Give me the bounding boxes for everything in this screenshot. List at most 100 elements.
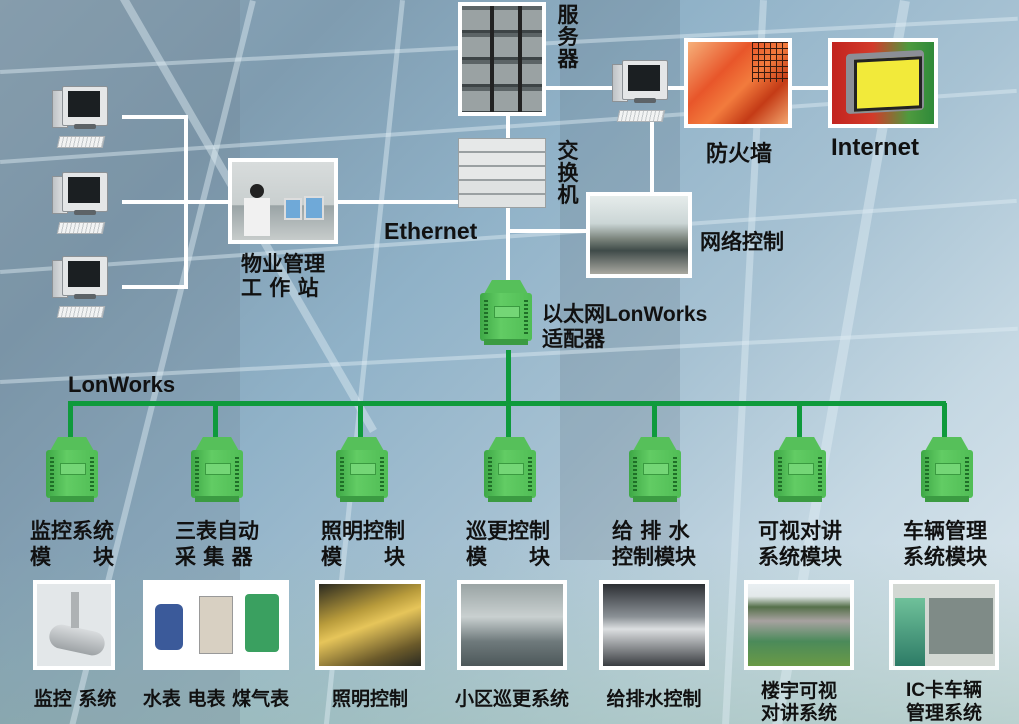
ethernet-wire — [122, 285, 188, 289]
lonworks-wire — [506, 350, 511, 438]
module-label-line2: 模 块 — [466, 545, 550, 569]
internet-photo — [828, 38, 938, 128]
system-label-2: 照明控制 — [315, 688, 425, 710]
network-control-photo — [586, 192, 692, 278]
lighting-photo — [315, 580, 425, 670]
ethernet-label: Ethernet — [384, 218, 478, 244]
lonworks-label: LonWorks — [68, 372, 176, 397]
lonworks-wire — [213, 403, 218, 439]
adapter-label-line2: 适配器 — [542, 327, 605, 351]
module-icon-3 — [482, 437, 538, 503]
module-label-line2: 控制模块 — [612, 545, 696, 569]
module-label-line2: 系统模块 — [758, 545, 842, 569]
client-computer-icon — [52, 256, 112, 322]
electric-meter-icon — [199, 596, 233, 654]
server-label: 服务器 — [557, 3, 579, 71]
module-label-line1: 三表自动 — [175, 519, 259, 543]
ethernet-wire — [546, 86, 616, 90]
operator-body-icon — [244, 198, 270, 236]
module-label-line2: 采 集 器 — [175, 545, 253, 569]
module-label-line2: 模 块 — [30, 545, 114, 569]
module-label-line1: 可视对讲 — [758, 519, 842, 543]
surveillance-camera-photo — [33, 580, 115, 670]
lonworks-wire — [797, 403, 802, 439]
module-icon-0 — [44, 437, 100, 503]
lonworks-wire — [68, 403, 73, 439]
system-label-5: 楼宇可视对讲系统 — [744, 680, 854, 724]
water-meter-icon — [155, 604, 183, 650]
ethernet-wire — [786, 86, 832, 90]
ethernet-wire — [506, 112, 510, 140]
system-label-line1: 照明控制 — [331, 688, 408, 710]
client-computer-icon — [52, 172, 112, 238]
module-icon-1 — [189, 437, 245, 503]
system-label-line1: 监控 系统 — [33, 688, 117, 710]
meters-photo — [143, 580, 289, 670]
water-supply-photo — [599, 580, 709, 670]
system-label-line2: 对讲系统 — [760, 702, 837, 724]
rack-rail — [490, 6, 494, 112]
system-label-line1: 小区巡更系统 — [454, 688, 569, 710]
module-label-1: 三表自动采 集 器 — [175, 518, 259, 570]
module-label-line1: 巡更控制 — [466, 519, 550, 543]
system-label-line1: IC卡车辆 — [905, 680, 982, 701]
lonworks-bus — [68, 401, 946, 406]
ethernet-wire — [122, 200, 188, 204]
vehicle-image-icon — [895, 598, 925, 666]
camera-mount-icon — [71, 592, 79, 628]
module-label-4: 给 排 水控制模块 — [612, 518, 696, 570]
module-label-line1: 车辆管理 — [903, 519, 987, 543]
module-label-6: 车辆管理系统模块 — [903, 518, 987, 570]
rack-rail — [518, 6, 522, 112]
grid-pattern — [752, 42, 788, 82]
ic-card-vehicle-photo — [889, 580, 999, 670]
monitor-screen — [854, 56, 922, 112]
server-photo — [458, 2, 546, 116]
workstation-label-line2: 工 作 站 — [241, 276, 319, 300]
operator-icon — [250, 184, 264, 198]
module-label-line1: 照明控制 — [321, 519, 405, 543]
module-label-0: 监控系统模 块 — [30, 518, 114, 570]
data-grid-icon — [929, 598, 993, 654]
firewall-photo — [684, 38, 792, 128]
ethernet-wire — [508, 229, 588, 233]
ethernet-wire — [650, 122, 654, 194]
firewall-label: 防火墙 — [706, 142, 773, 167]
workstation-label: 物业管理 工 作 站 — [241, 252, 325, 300]
switch-label: 交换机 — [557, 139, 579, 207]
system-label-line1: 给排水控制 — [606, 688, 702, 710]
system-label-line1: 水表 电表 煤气表 — [142, 688, 290, 710]
system-label-6: IC卡车辆管理系统 — [889, 680, 999, 724]
patrol-system-photo — [457, 580, 567, 670]
workstation-photo — [228, 158, 338, 244]
module-label-line2: 模 块 — [321, 545, 405, 569]
module-label-3: 巡更控制模 块 — [466, 518, 550, 570]
system-label-3: 小区巡更系统 — [447, 688, 577, 710]
ethernet-wire — [186, 200, 232, 204]
workstation-label-line1: 物业管理 — [241, 252, 325, 276]
module-label-line1: 监控系统 — [30, 519, 114, 543]
monitor-icon — [304, 196, 324, 220]
system-label-line1: 楼宇可视 — [760, 680, 837, 702]
network-control-label: 网络控制 — [700, 230, 784, 254]
ethernet-wire — [506, 205, 510, 280]
adapter-label: 以太网LonWorks 适配器 — [542, 302, 707, 352]
system-label-line2: 管理系统 — [905, 702, 982, 724]
ethernet-wire — [650, 86, 688, 90]
module-icon-4 — [627, 437, 683, 503]
ethernet-wire — [336, 200, 460, 204]
module-label-line2: 系统模块 — [903, 545, 987, 569]
ethernet-wire — [122, 115, 188, 119]
system-label-0: 监控 系统 — [20, 688, 130, 710]
client-computer-icon — [52, 86, 112, 152]
module-label-line1: 给 排 水 — [612, 519, 690, 543]
intercom-photo — [744, 580, 854, 670]
monitor-icon — [284, 198, 302, 220]
module-icon-6 — [919, 437, 975, 503]
system-label-1: 水表 电表 煤气表 — [136, 688, 296, 710]
module-icon-5 — [772, 437, 828, 503]
ethernet-lonworks-adapter-icon — [478, 280, 534, 346]
lonworks-wire — [942, 403, 947, 439]
module-icon-2 — [334, 437, 390, 503]
